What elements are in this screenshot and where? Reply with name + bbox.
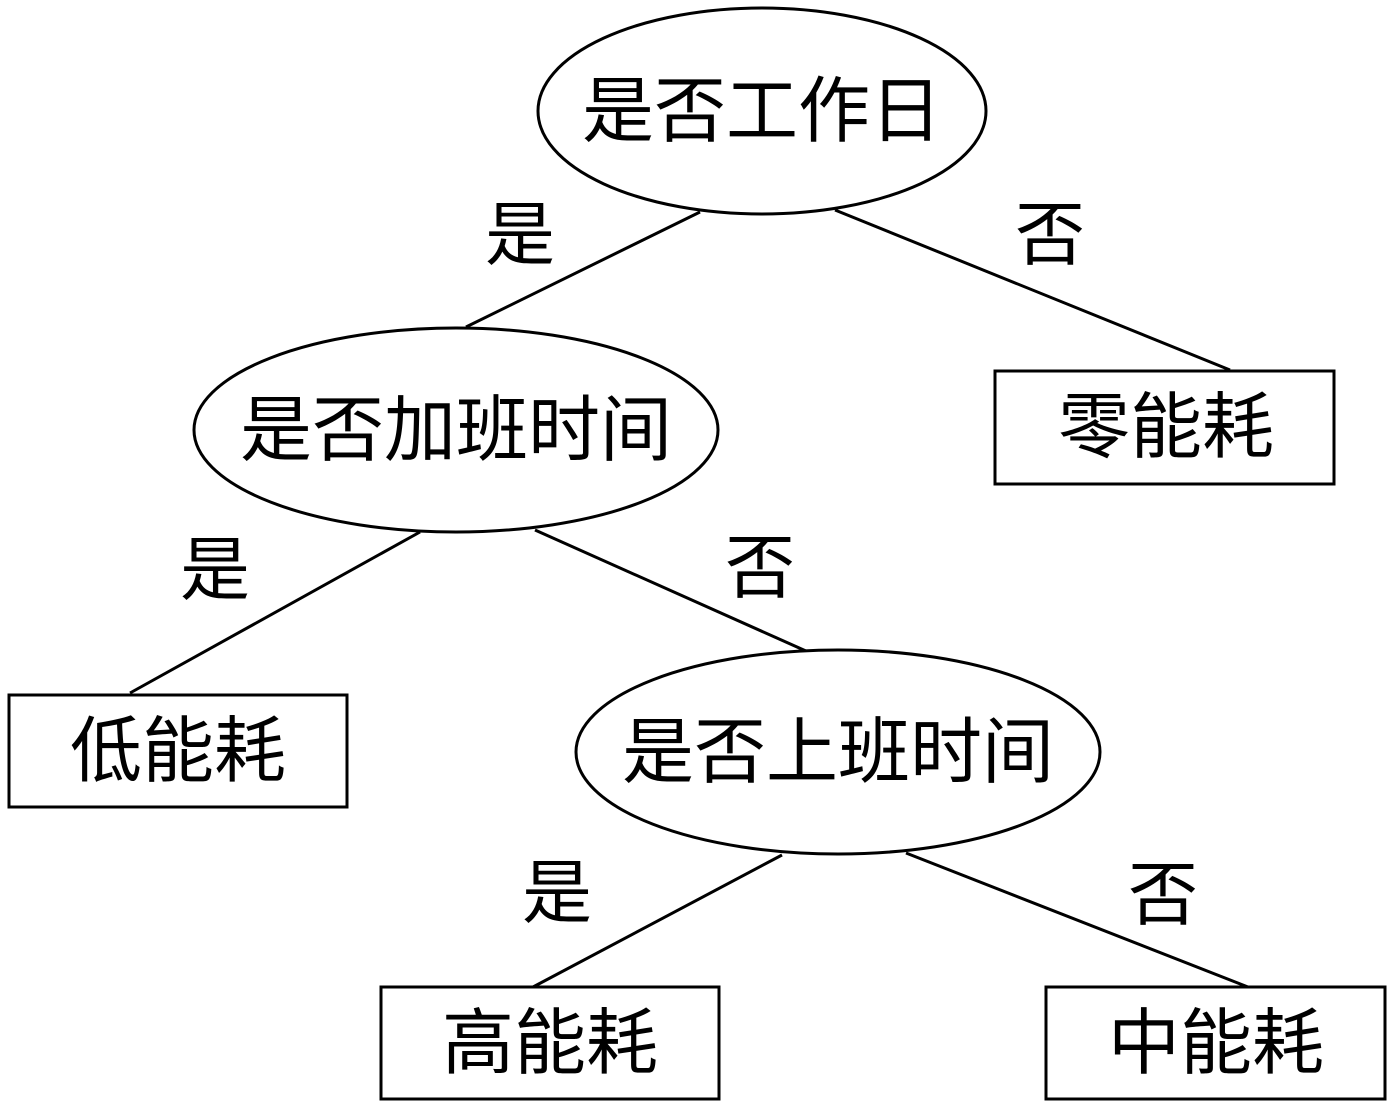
edge-label-root-to-zero: 否 — [1015, 194, 1085, 276]
edge-root-to-overtime — [465, 210, 701, 329]
edge-label-worktime-to-high: 是 — [522, 852, 592, 934]
decision-node-overtime-label: 是否加班时间 — [240, 388, 672, 472]
edge-worktime-to-medium — [905, 851, 1249, 989]
edge-overtime-to-low — [129, 530, 421, 695]
decision-node-root-label: 是否工作日 — [582, 69, 942, 153]
decision-node-worktime: 是否上班时间 — [574, 648, 1102, 856]
edge-root-to-zero — [834, 208, 1231, 372]
decision-node-root: 是否工作日 — [536, 6, 988, 216]
edge-worktime-to-high — [532, 853, 783, 989]
decision-node-overtime: 是否加班时间 — [192, 326, 720, 534]
leaf-node-zero-label: 零能耗 — [1058, 385, 1274, 469]
leaf-node-low: 低能耗 — [7, 693, 349, 809]
leaf-node-medium-label: 中能耗 — [1108, 1001, 1324, 1085]
edge-overtime-to-worktime — [534, 528, 807, 653]
edge-label-overtime-to-low: 是 — [180, 529, 250, 611]
edge-label-overtime-to-worktime: 否 — [725, 527, 795, 609]
edge-label-root-to-overtime: 是 — [485, 194, 555, 276]
decision-node-worktime-label: 是否上班时间 — [622, 710, 1054, 794]
leaf-node-high: 高能耗 — [379, 985, 721, 1101]
leaf-node-low-label: 低能耗 — [70, 709, 286, 793]
leaf-node-zero: 零能耗 — [993, 369, 1336, 486]
leaf-node-high-label: 高能耗 — [442, 1001, 658, 1085]
edge-label-worktime-to-medium: 否 — [1128, 854, 1198, 936]
leaf-node-medium: 中能耗 — [1044, 985, 1387, 1101]
